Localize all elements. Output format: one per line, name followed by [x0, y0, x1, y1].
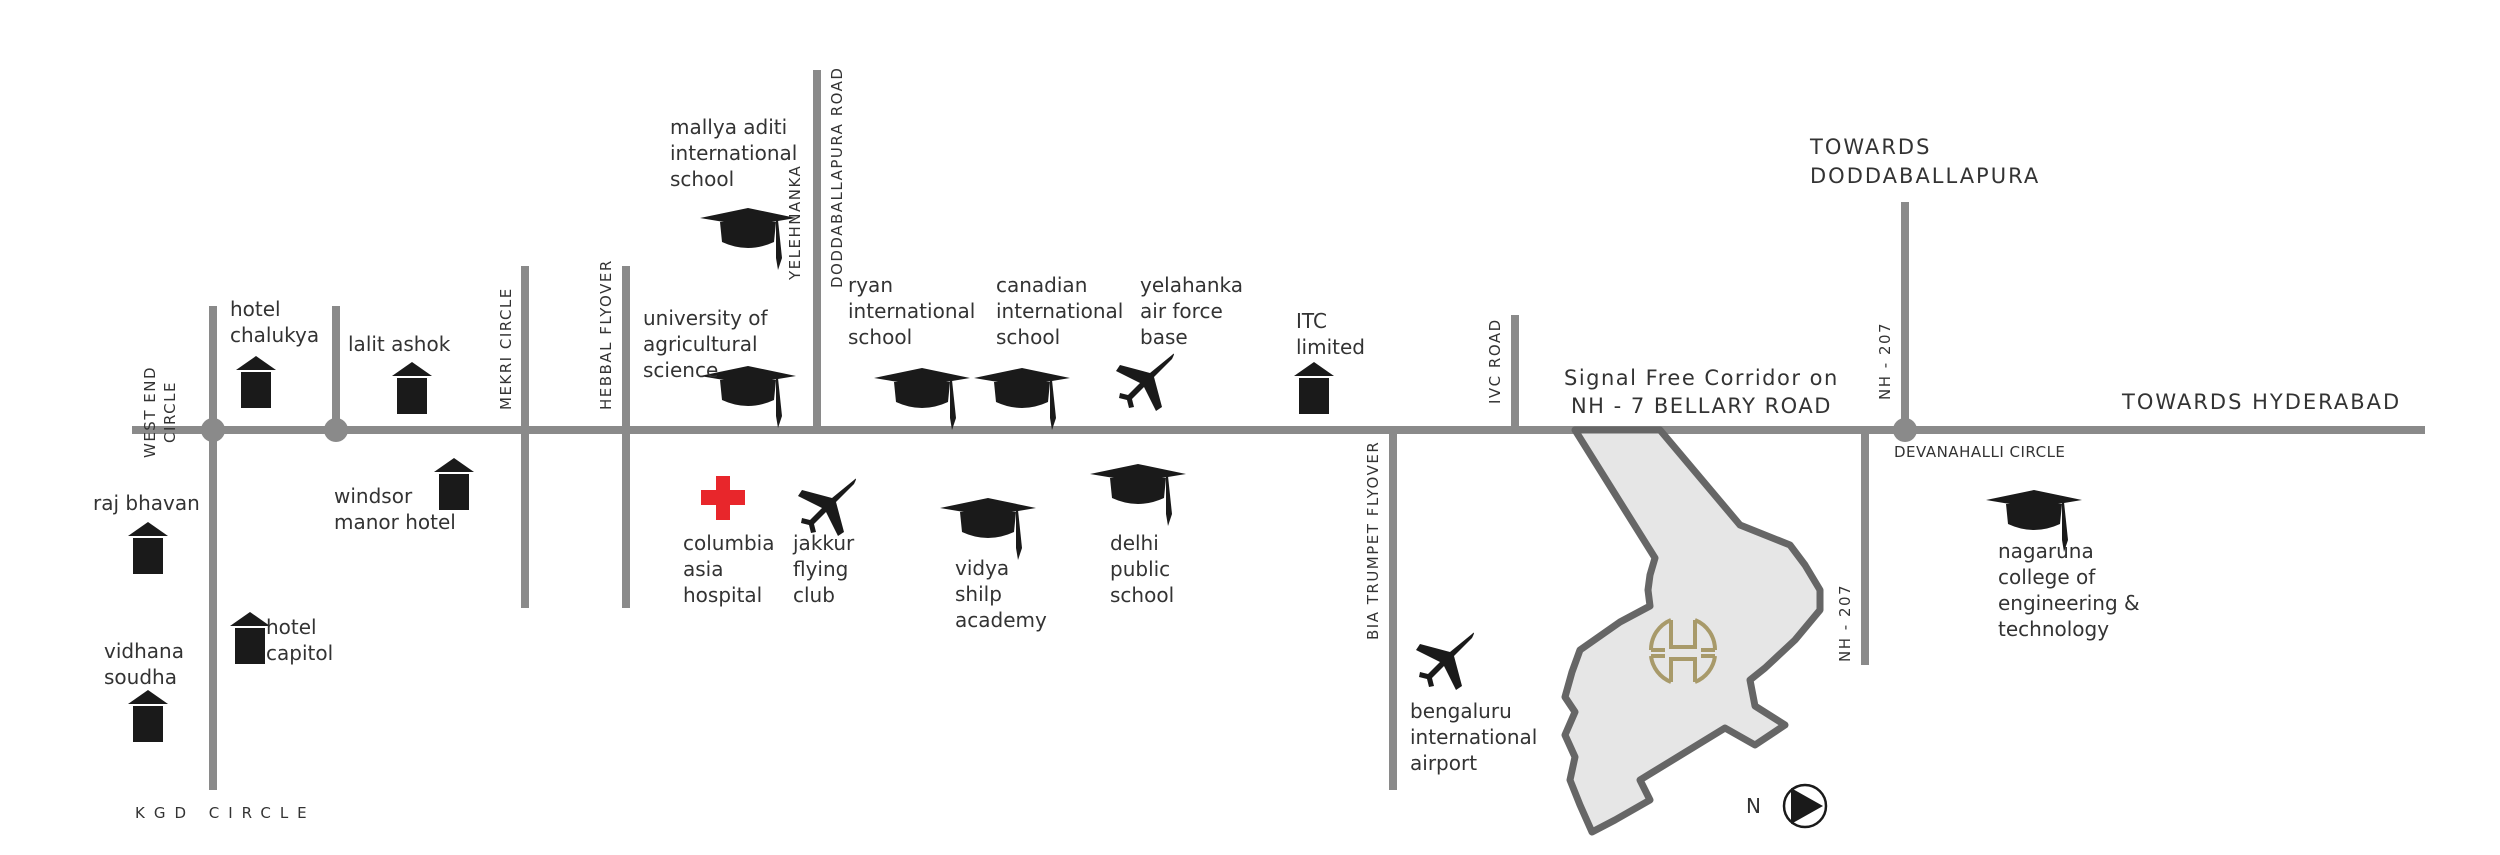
airplane-icon — [1116, 353, 1174, 411]
label-bia: bengaluru international airport — [1410, 699, 1538, 775]
devanahalli-circle-label: DEVANAHALLI CIRCLE — [1894, 443, 2066, 461]
graduation-cap-icon — [700, 208, 796, 270]
label-yelahanka-af: yelahanka air force base — [1140, 273, 1244, 349]
roads — [132, 70, 2425, 790]
label-canadian: canadian international school — [996, 273, 1124, 349]
label-mallya-aditi: mallya aditi international school — [670, 115, 798, 191]
label-hotel-capitol: hotel capitol — [266, 615, 334, 665]
junction-node — [324, 418, 348, 442]
building-icon — [392, 362, 432, 414]
ivc-road-label: IVC ROAD — [1486, 318, 1504, 404]
label-delhi-public: delhi public school — [1110, 531, 1175, 607]
building-icon — [236, 356, 276, 408]
building-icon — [1294, 362, 1334, 414]
graduation-cap-icon — [974, 368, 1070, 430]
west-end-circle-node — [201, 418, 225, 442]
hebbal-flyover-label: HEBBAL FLYOVER — [597, 259, 615, 410]
airplane-icon — [1416, 632, 1474, 690]
bia-trumpet-flyover-label: BIA TRUMPET FLYOVER — [1364, 440, 1382, 640]
corridor-label: Signal Free Corridor on NH - 7 BELLARY R… — [1564, 366, 1839, 418]
north-compass-icon — [1782, 783, 1828, 829]
label-ryan: ryan international school — [848, 273, 976, 349]
nh207-bottom-label: NH - 207 — [1836, 583, 1854, 662]
graduation-cap-icon — [1090, 464, 1186, 526]
airplane-icon — [798, 478, 856, 536]
label-raj-bhavan: raj bhavan — [93, 491, 200, 515]
label-itc: ITC limited — [1296, 309, 1365, 359]
doddaballapura-road-label: DODDABALLAPURA ROAD — [828, 66, 846, 288]
label-lalit-ashok: lalit ashok — [348, 332, 451, 356]
nh207-top-label: NH - 207 — [1876, 321, 1894, 400]
label-columbia-asia: columbia asia hospital — [683, 531, 775, 607]
label-vidya-shilp: vidya shilp academy — [955, 556, 1047, 632]
building-icon — [128, 690, 168, 742]
label-jakkur: jakkur flying club — [793, 531, 855, 607]
compass-label: N — [1746, 794, 1763, 818]
label-vidhana-soudha: vidhana soudha — [104, 639, 184, 689]
label-nagaruna: nagaruna college of engineering & techno… — [1998, 539, 2140, 641]
building-icon — [230, 612, 270, 664]
towards-hyderabad-label: TOWARDS HYDERABAD — [2122, 390, 2402, 414]
project-site-boundary — [1561, 426, 1824, 836]
hospital-cross-icon — [701, 476, 745, 520]
west-end-circle-label: WEST END CIRCLE — [141, 365, 179, 458]
label-university-agri: university of agricultural science — [643, 306, 768, 382]
kgd-circle-label: KGD CIRCLE — [135, 804, 316, 822]
label-hotel-chalukya: hotel chalukya — [230, 297, 320, 347]
label-windsor-manor: windsor manor hotel — [334, 484, 456, 534]
devanahalli-circle-node — [1893, 418, 1917, 442]
building-icon — [128, 522, 168, 574]
graduation-cap-icon — [940, 498, 1036, 560]
graduation-cap-icon — [874, 368, 970, 430]
towards-doddaballapura-label: TOWARDS DODDABALLAPURA — [1810, 135, 2041, 188]
project-logo-icon — [1648, 618, 1718, 684]
mekri-circle-label: MEKRI CIRCLE — [497, 287, 515, 410]
